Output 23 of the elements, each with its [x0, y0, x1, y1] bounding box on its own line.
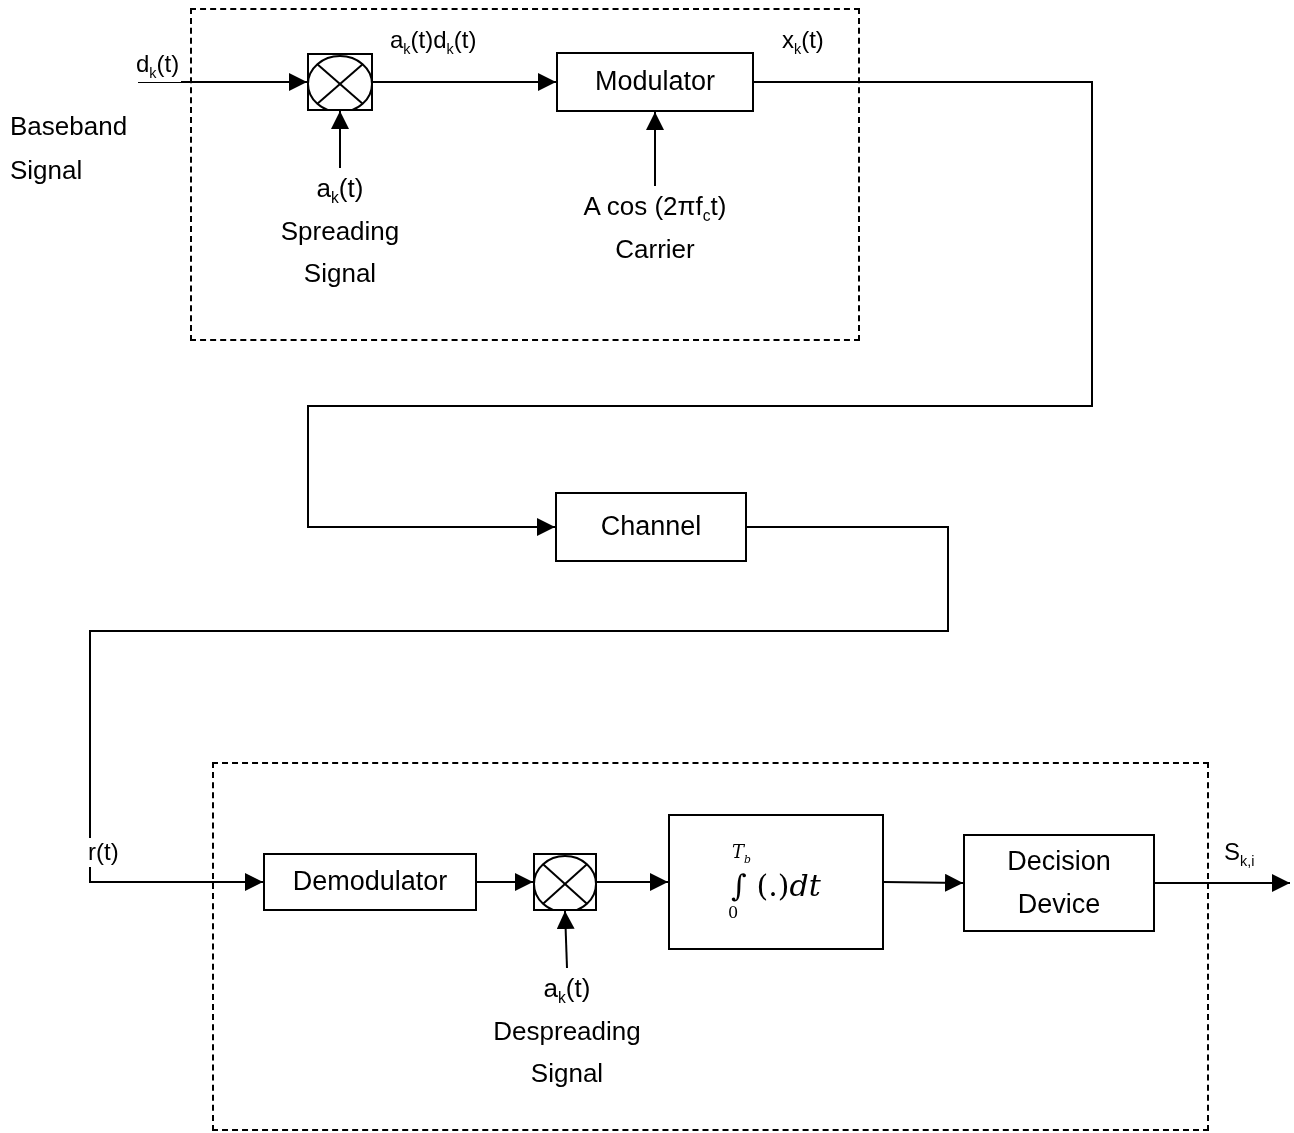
- process-box: Demodulator: [263, 853, 477, 911]
- dashed-boundary: [212, 762, 1209, 1131]
- integrator-box: T$_{b}$ ∫ (.)dt 0: [668, 814, 884, 950]
- arrow: [331, 110, 349, 169]
- arrow: [1154, 874, 1291, 892]
- process-box: Channel: [555, 492, 747, 562]
- signal-label: Baseband Signal: [10, 110, 129, 188]
- process-box: Modulator: [556, 52, 754, 112]
- arrow: [476, 873, 534, 891]
- multiplier-circle: [307, 53, 373, 111]
- process-box: Decision Device: [963, 834, 1155, 932]
- multiplier-circle: [533, 853, 597, 911]
- arrow: [646, 111, 664, 187]
- edge-label: r(t): [86, 838, 121, 867]
- arrow: [883, 873, 964, 892]
- signal-label: a$_{k}$(t) Despreading Signal: [482, 968, 652, 1102]
- signal-label: A cos (2πf$_{c}$t) Carrier: [555, 186, 755, 270]
- arrow: [89, 526, 949, 891]
- arrow: [556, 910, 575, 969]
- arrow: [307, 81, 1093, 536]
- arrow: [372, 73, 557, 91]
- arrow: [596, 873, 669, 891]
- signal-label: a$_{k}$(t) Spreading Signal: [262, 168, 418, 296]
